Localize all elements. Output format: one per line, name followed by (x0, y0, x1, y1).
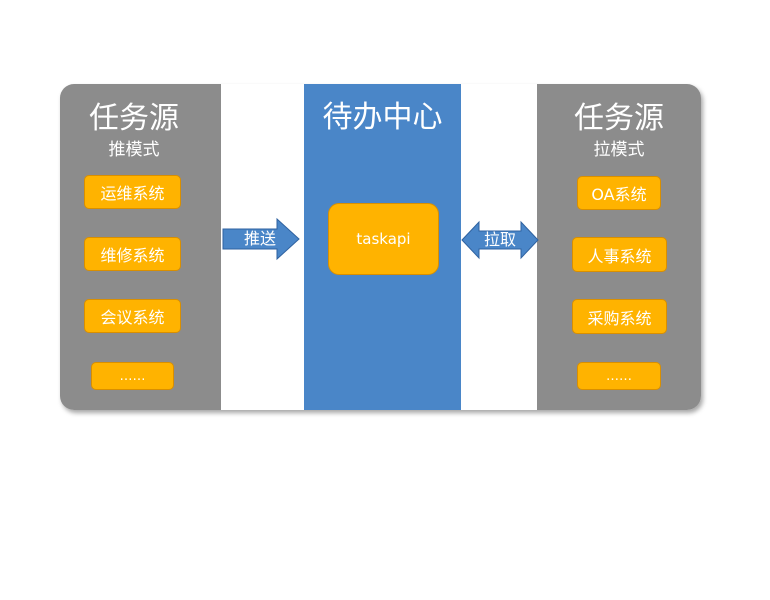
system-box-meeting: 会议系统 (84, 299, 181, 333)
system-box-maintenance: 维修系统 (84, 237, 181, 271)
pull-arrow-label: 拉取 (483, 230, 516, 249)
taskapi-box: taskapi (328, 203, 439, 275)
system-box-hr: 人事系统 (572, 237, 667, 272)
system-box-procurement: 采购系统 (572, 299, 667, 334)
push-source-subtitle: 推模式 (108, 140, 160, 160)
push-arrow (222, 217, 300, 261)
todo-center-title: 待办中心 (322, 100, 443, 135)
system-box-oa: OA系统 (577, 176, 661, 210)
system-box-ops: 运维系统 (84, 175, 181, 209)
push-source-title: 任务源 (89, 101, 179, 136)
system-box-more-left: …… (91, 362, 174, 390)
pull-source-panel: 任务源 拉模式 OA系统 人事系统 采购系统 …… (537, 84, 701, 410)
push-arrow-label: 推送 (243, 229, 276, 248)
push-source-panel: 任务源 推模式 运维系统 维修系统 会议系统 …… (60, 84, 221, 410)
pull-arrow (461, 220, 539, 260)
pull-source-title: 任务源 (574, 101, 664, 136)
architecture-diagram: 任务源 推模式 运维系统 维修系统 会议系统 …… 待办中心 taskapi 任… (60, 84, 701, 410)
system-box-more-right: …… (577, 362, 661, 390)
pull-source-subtitle: 拉模式 (593, 140, 645, 160)
